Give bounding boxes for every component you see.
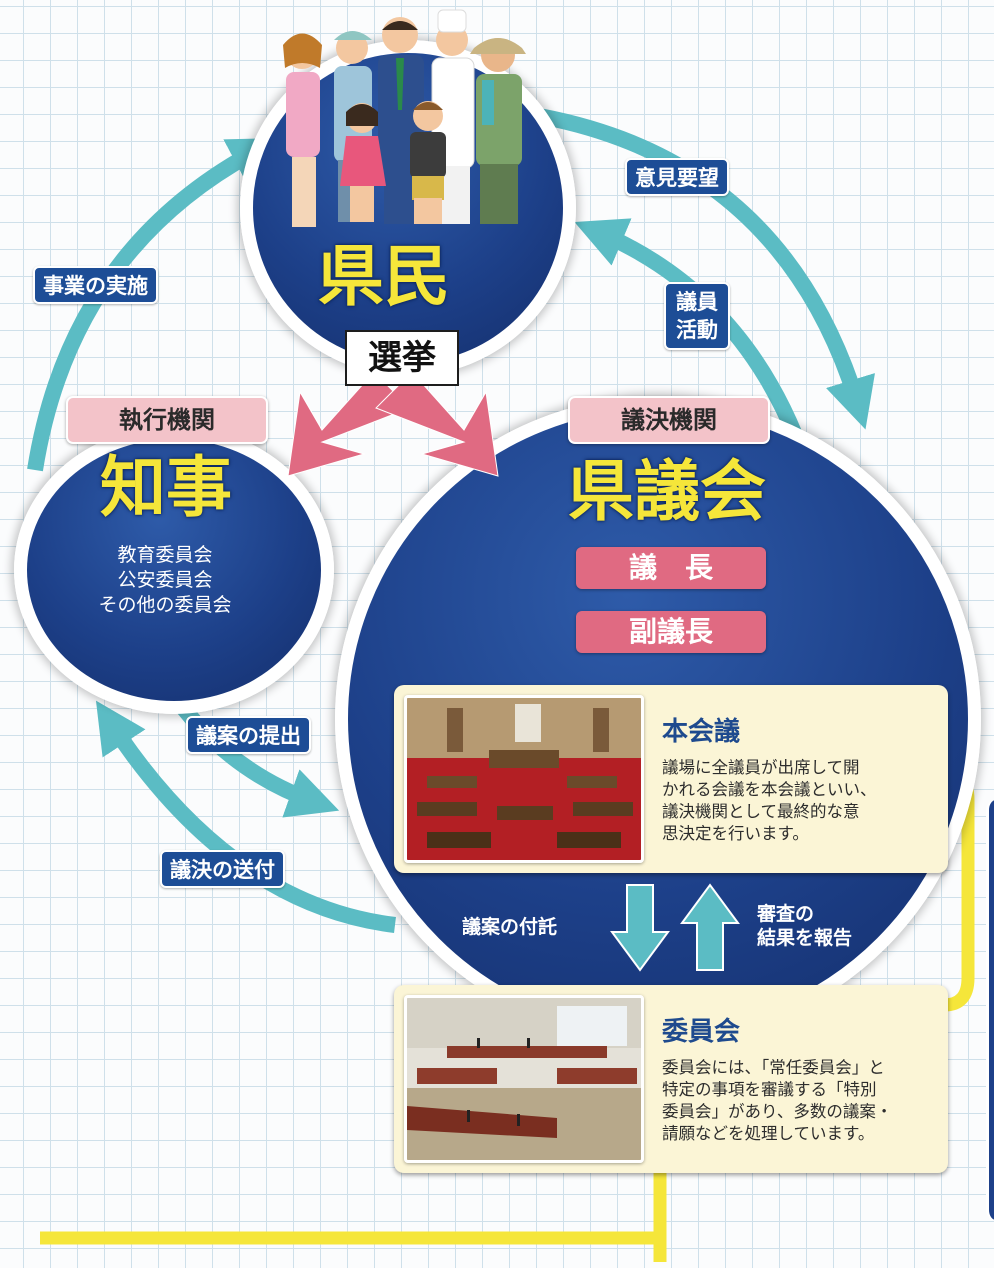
committee-line-2: 特定の事項を審議する「特別 — [662, 1080, 877, 1099]
label-report-result: 審査の 結果を報告 — [757, 902, 852, 950]
label-resolution-send: 議決の送付 — [160, 850, 285, 888]
label-member-activity: 議員 活動 — [664, 282, 730, 350]
election-arrow-right — [375, 371, 499, 477]
arrow-up-icon — [680, 883, 740, 971]
executive-badge: 執行機関 — [66, 396, 268, 444]
plenary-photo — [404, 695, 644, 863]
citizens-illustration — [283, 9, 526, 227]
plenary-line-4: 思決定を行います。 — [662, 824, 809, 843]
plenary-card: 本会議 議場に全議員が出席して開 かれる会議を本会議といい、 議決機関として最終… — [394, 685, 948, 873]
committee-photo — [404, 995, 644, 1163]
plenary-chamber-image — [407, 698, 641, 860]
label-report-line2: 結果を報告 — [757, 927, 853, 949]
committee-title: 委員会 — [662, 1017, 741, 1047]
committee-line-4: 請願などを処理しています。 — [662, 1124, 875, 1143]
plenary-line-2: かれる会議を本会議といい、 — [662, 780, 877, 799]
committee-public-safety: 公安委員会 — [117, 569, 213, 591]
label-member-activity-line2: 活動 — [676, 318, 718, 342]
citizens-title: 県民 — [318, 238, 450, 315]
assembly-title: 県議会 — [568, 453, 766, 530]
vice-chair-badge: 副議長 — [576, 611, 766, 653]
label-bill-submission: 議案の提出 — [186, 716, 311, 754]
committee-card: 委員会 委員会には、「常任委員会」と 特定の事項を審議する「特別 委員会」があり… — [394, 985, 948, 1173]
label-project-implementation: 事業の実施 — [33, 266, 158, 304]
election-label: 選挙 — [345, 330, 459, 386]
plenary-line-3: 議決機関として最終的な意 — [662, 802, 860, 821]
label-opinion-request: 意見要望 — [625, 158, 729, 196]
plenary-description: 議場に全議員が出席して開 かれる会議を本会議といい、 議決機関として最終的な意 … — [662, 757, 877, 845]
arrow-down-icon — [610, 884, 670, 972]
plenary-line-1: 議場に全議員が出席して開 — [662, 758, 860, 777]
committee-description: 委員会には、「常任委員会」と 特定の事項を審議する「特別 委員会」があり、多数の… — [662, 1057, 892, 1145]
label-member-activity-line1: 議員 — [676, 290, 718, 314]
label-report-line1: 審査の — [757, 903, 815, 925]
legislative-badge: 議決機関 — [568, 396, 770, 444]
committee-room-image — [407, 998, 641, 1160]
right-edge-panel — [986, 800, 994, 1220]
committee-education: 教育委員会 — [117, 544, 213, 566]
arrow-opinion-request — [513, 104, 875, 430]
plenary-title: 本会議 — [662, 717, 741, 747]
governor-committees: 教育委員会 公安委員会 その他の委員会 — [40, 543, 290, 618]
committee-line-1: 委員会には、「常任委員会」と — [662, 1058, 885, 1077]
governor-title: 知事 — [100, 449, 232, 526]
chair-badge: 議 長 — [576, 547, 766, 589]
label-refer-bill: 議案の付託 — [462, 916, 558, 938]
committee-line-3: 委員会」があり、多数の議案・ — [662, 1102, 893, 1121]
committee-other: その他の委員会 — [98, 594, 232, 616]
